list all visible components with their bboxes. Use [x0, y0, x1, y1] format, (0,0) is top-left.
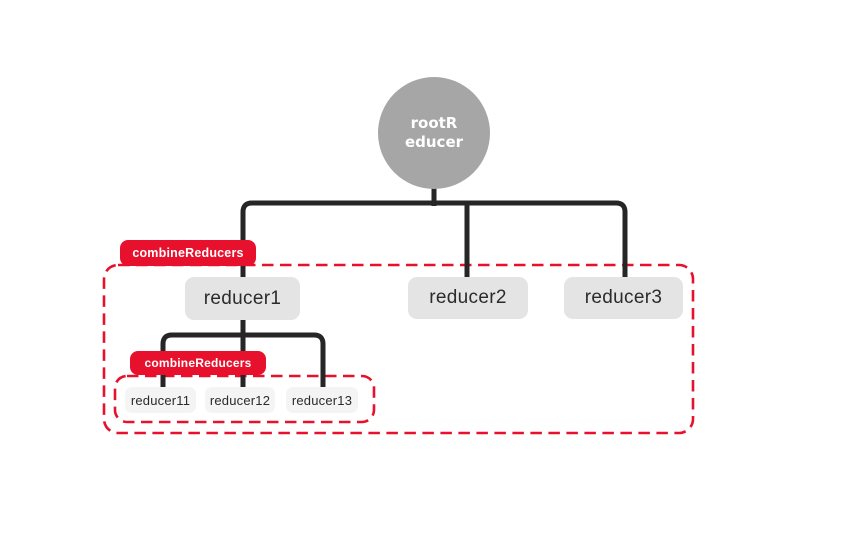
- node-reducer11-label: reducer11: [130, 392, 191, 408]
- node-reducer3: reducer3: [564, 277, 683, 319]
- outer-combine-boundary: [102, 263, 695, 435]
- node-reducer1: reducer1: [185, 277, 300, 320]
- node-reducer2-label: reducer2: [429, 287, 507, 308]
- node-reducer3-label: reducer3: [584, 287, 663, 308]
- node-reducer12-label: reducer12: [209, 392, 271, 408]
- node-reducer13-label: reducer13: [291, 392, 353, 408]
- root-reducer-node: rootR educer: [378, 77, 490, 189]
- outer-combine-badge-label: combineReducers: [132, 246, 244, 260]
- connector-top-bracket: [240, 200, 628, 279]
- inner-combine-badge-label: combineReducers: [144, 356, 252, 370]
- node-reducer11: reducer11: [125, 387, 196, 413]
- node-reducer12: reducer12: [205, 387, 275, 413]
- root-reducer-label-line1: rootR: [410, 113, 458, 132]
- node-reducer2: reducer2: [408, 277, 528, 319]
- inner-combine-badge: combineReducers: [130, 351, 266, 375]
- root-reducer-label-line2: educer: [404, 133, 464, 151]
- outer-combine-badge: combineReducers: [120, 240, 256, 266]
- node-reducer13: reducer13: [286, 387, 358, 413]
- node-reducer1-label: reducer1: [203, 287, 282, 309]
